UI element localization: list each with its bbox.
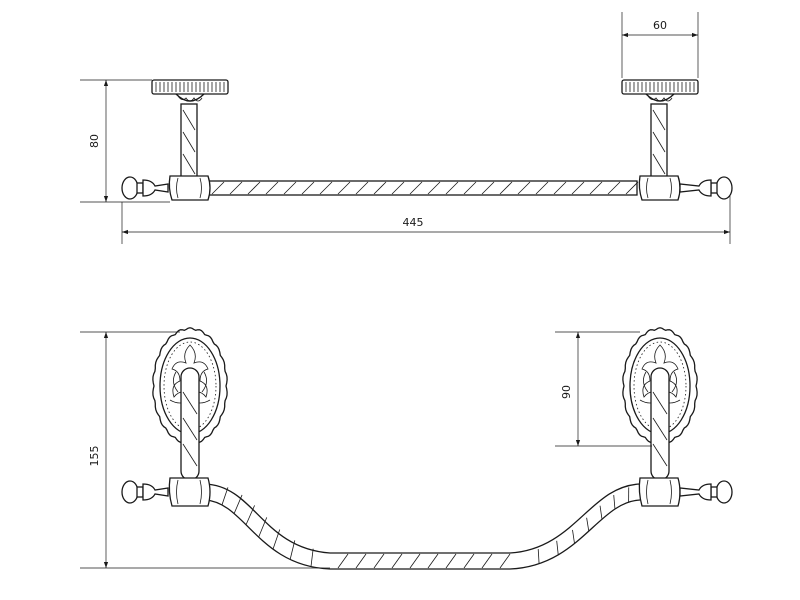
twist-stroke xyxy=(589,181,603,195)
left-collar xyxy=(168,175,211,201)
twist-stroke xyxy=(337,181,351,195)
twist-stroke xyxy=(481,553,493,569)
right-wall-flange xyxy=(621,79,699,102)
twist-stroke xyxy=(481,181,495,195)
twist-stroke xyxy=(301,181,315,195)
twist-stroke xyxy=(535,181,549,195)
twist-stroke xyxy=(537,548,540,564)
dimension-label-445: 445 xyxy=(403,216,424,229)
top-view xyxy=(121,327,733,570)
twist-stroke xyxy=(391,181,405,195)
dimension-label-80: 80 xyxy=(88,134,101,148)
twist-stroke xyxy=(409,553,421,569)
dimension-bracket-width: 60 xyxy=(621,12,699,78)
dimension-label-60: 60 xyxy=(653,19,667,32)
twist-stroke xyxy=(373,553,385,569)
twist-stroke xyxy=(445,181,459,195)
twist-stroke xyxy=(556,540,559,555)
twist-stroke xyxy=(463,181,477,195)
top-right-collar xyxy=(638,477,681,507)
twist-stroke xyxy=(265,181,279,195)
twist-stroke xyxy=(355,181,369,195)
twist-stroke xyxy=(572,529,575,544)
twist-stroke xyxy=(409,181,423,195)
left-finial xyxy=(121,176,169,200)
twist-stroke xyxy=(355,553,367,569)
side-view xyxy=(121,79,733,201)
top-left-finial xyxy=(121,480,169,504)
twist-stroke xyxy=(586,517,590,532)
twist-stroke xyxy=(211,181,225,195)
side-view-rail xyxy=(204,180,639,196)
top-right-post xyxy=(650,367,670,481)
twist-stroke xyxy=(463,553,475,569)
top-left-post xyxy=(180,367,200,481)
twist-stroke xyxy=(233,494,243,514)
twist-stroke xyxy=(613,495,616,510)
dimension-overall-length: 445 xyxy=(121,196,731,244)
top-right-finial xyxy=(679,480,733,504)
top-view-curved-rail xyxy=(204,483,641,570)
twist-stroke xyxy=(247,181,261,195)
twist-stroke xyxy=(319,181,333,195)
twist-stroke xyxy=(427,181,441,195)
left-wall-flange xyxy=(151,79,229,102)
twist-stroke xyxy=(599,505,603,520)
twist-stroke xyxy=(427,553,439,569)
twist-stroke xyxy=(373,181,387,195)
dimension-label-90: 90 xyxy=(560,385,573,399)
twist-stroke xyxy=(310,548,314,567)
left-post xyxy=(180,103,198,181)
twist-stroke xyxy=(391,553,403,569)
twist-stroke xyxy=(289,540,296,560)
twist-stroke xyxy=(221,487,229,506)
twist-stroke xyxy=(245,505,255,525)
twist-stroke xyxy=(607,181,621,195)
twist-stroke xyxy=(571,181,585,195)
twist-stroke xyxy=(499,181,513,195)
right-post xyxy=(650,103,668,181)
dimension-label-155: 155 xyxy=(88,446,101,467)
right-finial xyxy=(679,176,733,200)
dimension-total-height: 155 xyxy=(80,331,330,569)
twist-stroke xyxy=(258,517,268,538)
twist-stroke xyxy=(445,553,457,569)
twist-stroke xyxy=(517,181,531,195)
twist-stroke xyxy=(283,181,297,195)
twist-stroke xyxy=(229,181,243,195)
dimension-mount-height: 90 xyxy=(555,331,652,447)
top-left-collar xyxy=(168,477,211,507)
twist-stroke xyxy=(272,529,281,550)
twist-stroke xyxy=(553,181,567,195)
right-collar xyxy=(638,175,681,201)
twist-stroke xyxy=(337,553,349,569)
twist-stroke xyxy=(499,553,511,569)
twist-stroke xyxy=(625,181,639,195)
dimension-side-height: 80 xyxy=(80,79,170,203)
